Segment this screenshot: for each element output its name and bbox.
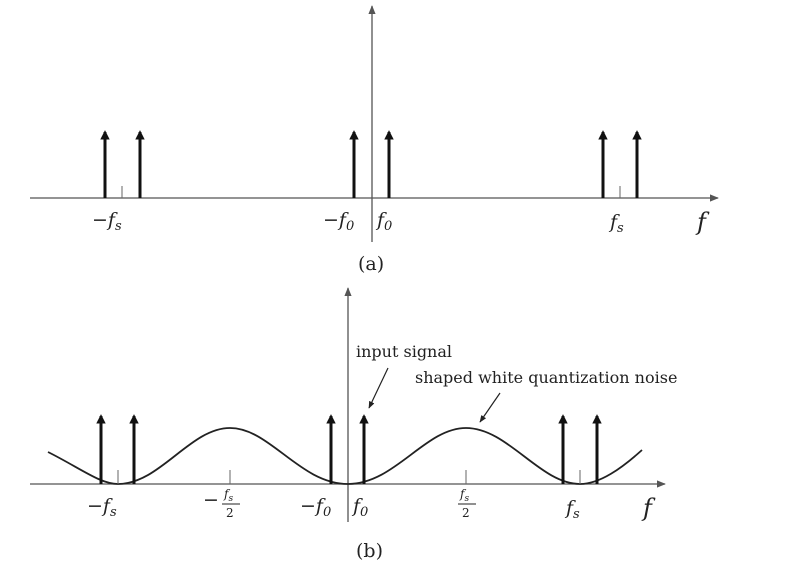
b-axis-label: f xyxy=(641,494,656,522)
a-label-neg-f0: −f0 xyxy=(323,209,354,234)
b-label-neg-fs: −fs xyxy=(87,495,117,520)
b-noise-curve xyxy=(47,427,643,485)
b-arrow-noise xyxy=(479,392,501,423)
b-annotation-noise: shaped white quantization noise xyxy=(415,368,677,387)
b-label-f0: f0 xyxy=(351,495,368,520)
b-label-neg-half: − fs 2 xyxy=(203,487,240,520)
b-label-fs: fs xyxy=(564,497,580,522)
b-annotation-input-signal: input signal xyxy=(356,342,452,361)
panel-a: −fs −f0 f0 fs f (a) xyxy=(30,5,719,275)
svg-text:2: 2 xyxy=(226,506,234,520)
b-caption: (b) xyxy=(356,540,383,562)
panel-b: input signal shaped white quantization n… xyxy=(30,287,677,562)
a-label-f0: f0 xyxy=(375,209,392,234)
svg-text:2: 2 xyxy=(462,506,470,520)
svg-text:fs: fs xyxy=(223,487,233,504)
b-arrow-input-signal xyxy=(368,367,389,409)
a-label-neg-fs: −fs xyxy=(92,209,122,234)
a-caption: (a) xyxy=(358,253,384,275)
svg-text:−: − xyxy=(203,489,219,511)
a-axis-label: f xyxy=(695,208,710,236)
b-label-half: fs 2 xyxy=(458,487,476,520)
svg-text:fs: fs xyxy=(459,487,469,504)
b-label-neg-f0: −f0 xyxy=(300,495,331,520)
a-label-fs: fs xyxy=(608,211,624,236)
